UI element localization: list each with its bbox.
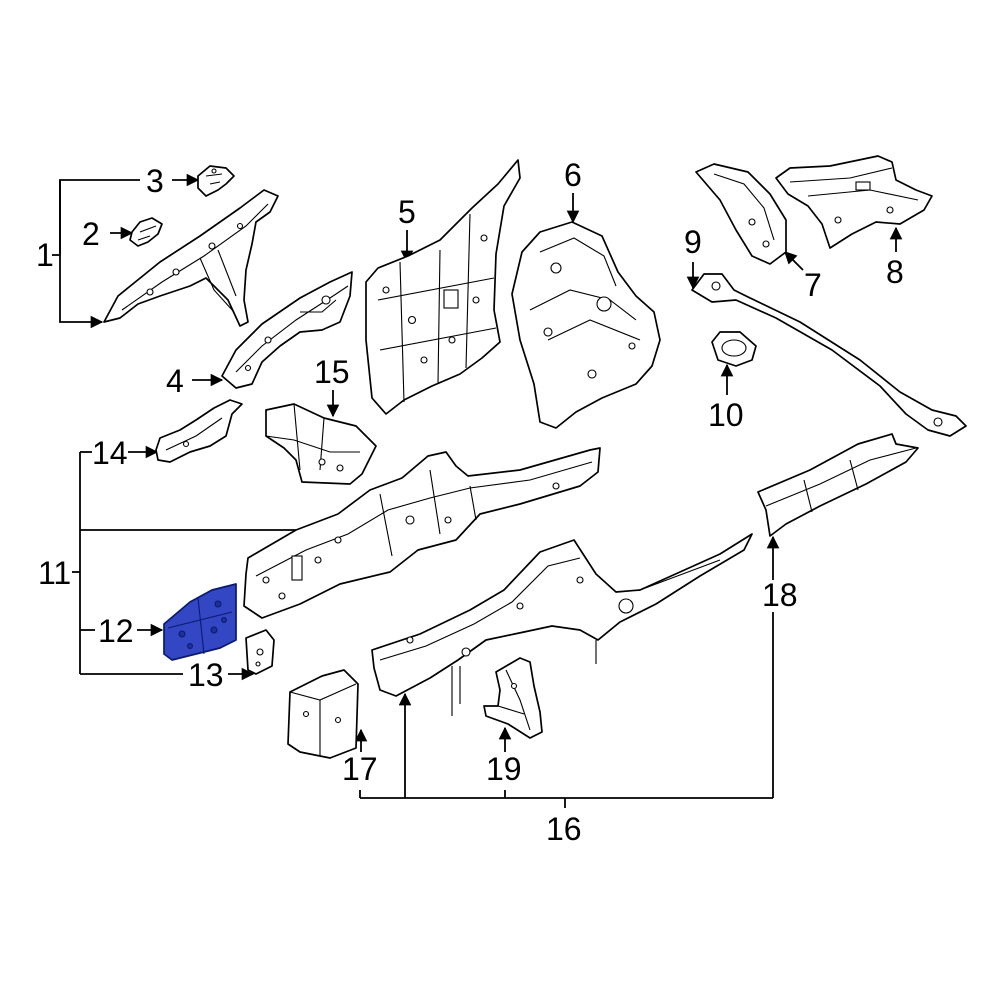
callout-10: 10 <box>708 397 744 433</box>
part-10-grommet <box>711 331 757 367</box>
part-11-side-member <box>243 447 601 619</box>
callout-9: 9 <box>684 224 702 260</box>
part-7-extension <box>695 163 787 265</box>
part-14-bracket <box>155 399 243 463</box>
part-1-upper-rail <box>103 189 279 327</box>
callout-labels: 1 2 3 4 5 6 7 8 9 10 11 12 13 14 15 16 1… <box>36 157 904 847</box>
callout-18: 18 <box>762 577 798 613</box>
callout-17: 17 <box>342 751 378 787</box>
callout-1: 1 <box>36 237 54 273</box>
leader-lines <box>52 173 903 808</box>
part-12-highlighted-plate <box>163 583 237 661</box>
callout-6: 6 <box>564 157 582 193</box>
callout-16: 16 <box>546 811 582 847</box>
callout-11: 11 <box>38 555 71 591</box>
part-8-bracket-assembly <box>775 155 933 249</box>
callout-15: 15 <box>314 354 350 390</box>
part-5-inner-panel <box>365 159 521 415</box>
part-18-floor-rail <box>757 433 919 537</box>
part-17-box-bracket <box>287 669 359 759</box>
part-19-bracket <box>483 657 543 739</box>
part-9-brace <box>691 273 967 437</box>
part-16-rear-side-member <box>371 533 753 716</box>
callout-5: 5 <box>398 194 416 230</box>
part-6-strut-tower <box>511 221 661 429</box>
part-2-clip <box>129 217 163 247</box>
callout-4: 4 <box>166 363 184 399</box>
callout-3: 3 <box>146 163 164 199</box>
callout-2: 2 <box>82 216 100 252</box>
callout-19: 19 <box>486 751 522 787</box>
part-15-reinforcement <box>265 403 377 485</box>
callout-14: 14 <box>92 435 128 471</box>
part-13-small-plate <box>245 629 275 675</box>
part-4-apron <box>221 271 353 389</box>
callout-13: 13 <box>188 657 224 693</box>
callout-8: 8 <box>886 254 904 290</box>
part-3-bracket <box>197 165 235 197</box>
callout-7: 7 <box>804 267 822 303</box>
callout-12: 12 <box>98 613 134 649</box>
